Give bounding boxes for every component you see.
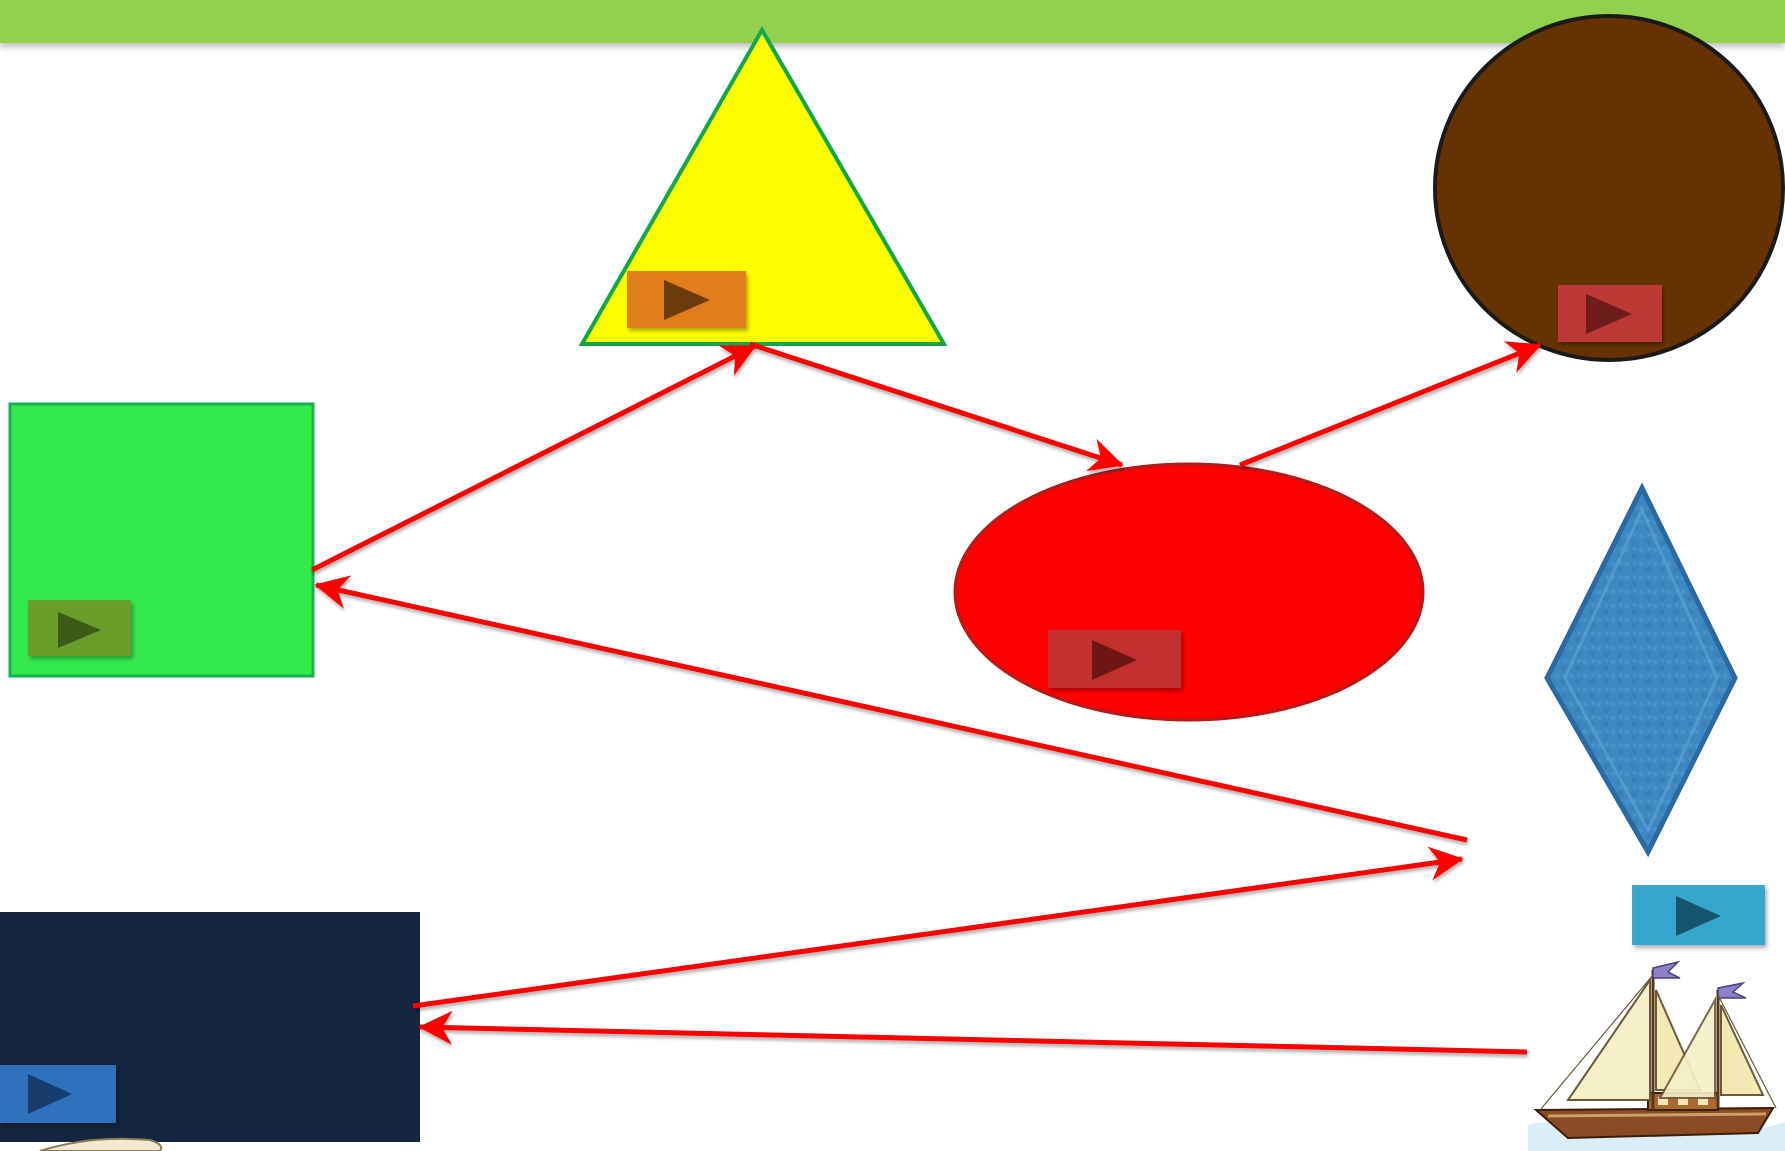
play-button-ellipse[interactable] (1048, 630, 1181, 688)
play-button-rectangle[interactable] (0, 1065, 116, 1123)
red-ellipse-shape (955, 464, 1423, 720)
arrow-sailboat-to-rectangle (420, 1027, 1527, 1052)
play-button-square[interactable] (28, 600, 131, 656)
play-button-rhombus[interactable] (1632, 885, 1765, 945)
arrow-triangle-to-ellipse (750, 344, 1122, 465)
play-button-circle[interactable] (1558, 285, 1662, 342)
arrow-square-to-triangle (312, 346, 755, 570)
rhombus-picture (1455, 474, 1785, 868)
sailboat-icon (1528, 962, 1785, 1151)
play-button-triangle[interactable] (627, 271, 746, 328)
connector-arrows (312, 344, 1540, 1052)
arrow-ellipse-to-circle (1240, 345, 1540, 465)
arrow-rectangle-to-rhombus (413, 859, 1462, 1006)
